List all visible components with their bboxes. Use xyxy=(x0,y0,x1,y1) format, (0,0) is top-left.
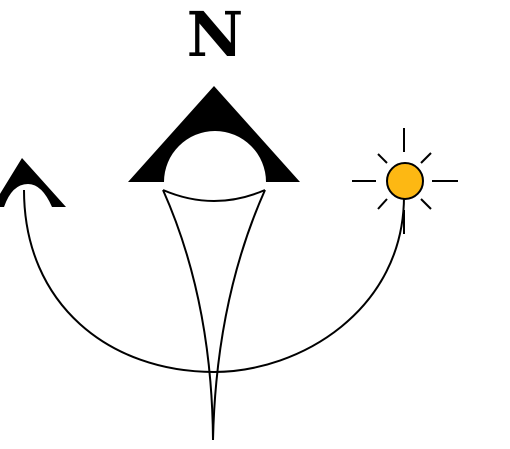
arrowhead-icon xyxy=(0,158,66,207)
sun-path-arc xyxy=(24,190,404,372)
north-arrowhead-icon xyxy=(128,86,300,182)
sun-icon xyxy=(352,128,458,234)
observer-spindle xyxy=(163,190,265,440)
